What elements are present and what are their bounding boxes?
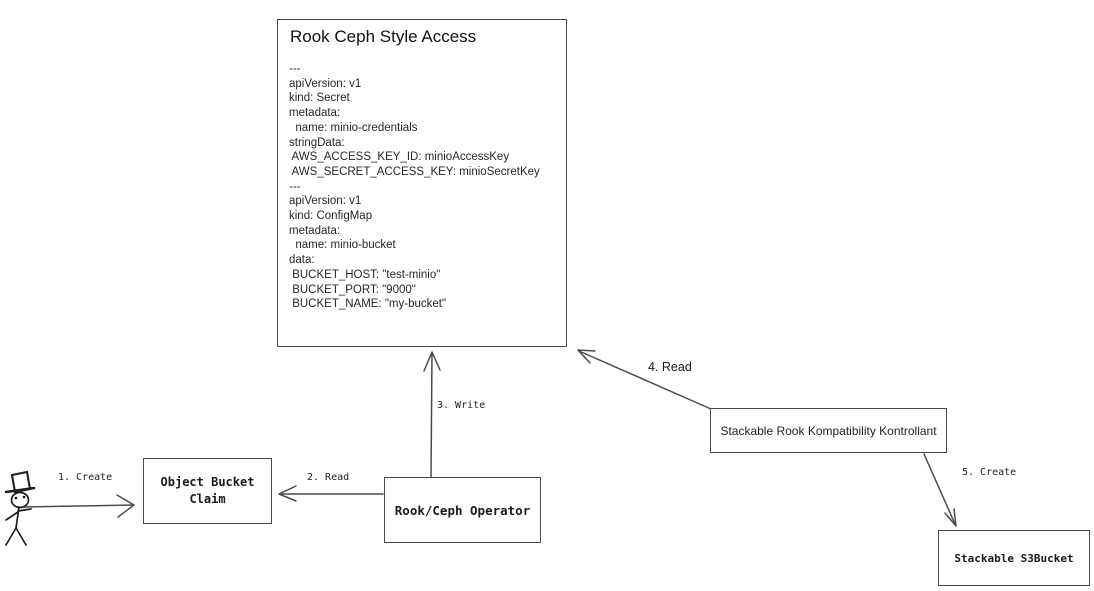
edge-read-main-arrow — [577, 349, 712, 410]
stick-figure-top-hat-icon — [4, 470, 36, 546]
node-rook-ceph-style-access: Rook Ceph Style Access --- apiVersion: v… — [277, 19, 567, 347]
edge-read-obc-arrow — [278, 485, 384, 502]
main-box-title: Rook Ceph Style Access — [290, 27, 477, 46]
edge-write-arrow — [423, 351, 441, 478]
node-stackable-s3bucket: Stackable S3Bucket — [938, 530, 1090, 586]
edge-label-write: 3. Write — [437, 400, 486, 411]
main-box-yaml: --- apiVersion: v1 kind: Secret metadata… — [289, 63, 540, 311]
node-kontrollant: Stackable Rook Kompatibility Kontrollant — [710, 408, 947, 453]
edge-create-s3-arrow — [923, 453, 957, 527]
edge-label-create-s3: 5. Create — [962, 467, 1017, 478]
node-stackable-s3bucket-label: Stackable S3Bucket — [954, 551, 1074, 565]
node-object-bucket-claim: Object Bucket Claim — [143, 458, 272, 524]
edge-label-create-obc: 1. Create — [58, 472, 113, 483]
node-kontrollant-label: Stackable Rook Kompatibility Kontrollant — [720, 423, 937, 438]
node-rook-ceph-operator-label: Rook/Ceph Operator — [394, 502, 531, 518]
node-object-bucket-claim-label: Object Bucket Claim — [160, 475, 255, 506]
node-rook-ceph-operator: Rook/Ceph Operator — [384, 477, 541, 543]
edge-label-read-obc: 2. Read — [307, 472, 350, 483]
edge-label-read-main: 4. Read — [648, 360, 692, 374]
edge-create-obc-arrow — [21, 494, 135, 518]
